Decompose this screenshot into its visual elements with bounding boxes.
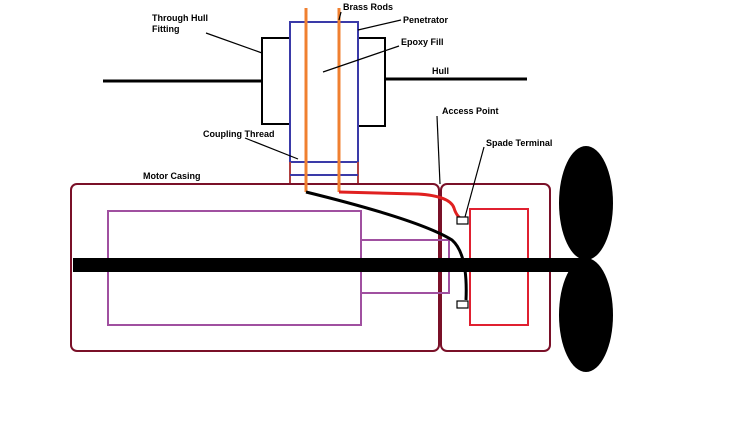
brass-rods (304, 8, 341, 192)
label-spade-terminal: Spade Terminal (486, 138, 552, 148)
label-access-point: Access Point (442, 106, 499, 116)
label-motor-casing: Motor Casing (143, 171, 201, 181)
motor-shaft (73, 258, 583, 272)
propeller (559, 146, 613, 372)
label-through-hull-fitting-1: Through Hull (152, 13, 208, 23)
leader-brass-rods (338, 11, 342, 21)
leader-spade-terminal (464, 146, 485, 218)
propeller-blade-top (559, 146, 613, 260)
spade-terminal-bottom (456, 300, 469, 309)
propeller-blade-bottom (559, 258, 613, 372)
coupling-thread (289, 162, 359, 184)
spade-terminal-top (456, 216, 469, 225)
leader-coupling-thread (244, 137, 299, 160)
label-epoxy-fill: Epoxy Fill (401, 37, 444, 47)
leader-lines (205, 11, 485, 218)
leader-penetrator (357, 19, 402, 31)
label-coupling-thread: Coupling Thread (203, 129, 275, 139)
hull (103, 77, 527, 83)
fitting-right-flange (357, 37, 386, 127)
leader-access-point (436, 115, 441, 185)
label-hull: Hull (432, 66, 449, 76)
through-hull-fitting (261, 37, 386, 127)
label-through-hull-fitting-2: Fitting (152, 24, 180, 34)
penetrator-body (289, 21, 359, 163)
label-brass-rods: Brass Rods (343, 2, 393, 12)
leader-through-hull-fitting (205, 32, 263, 54)
fitting-left-flange (261, 37, 291, 125)
label-penetrator: Penetrator (403, 15, 449, 25)
leader-epoxy-fill (322, 45, 400, 73)
black-wire (305, 190, 468, 301)
